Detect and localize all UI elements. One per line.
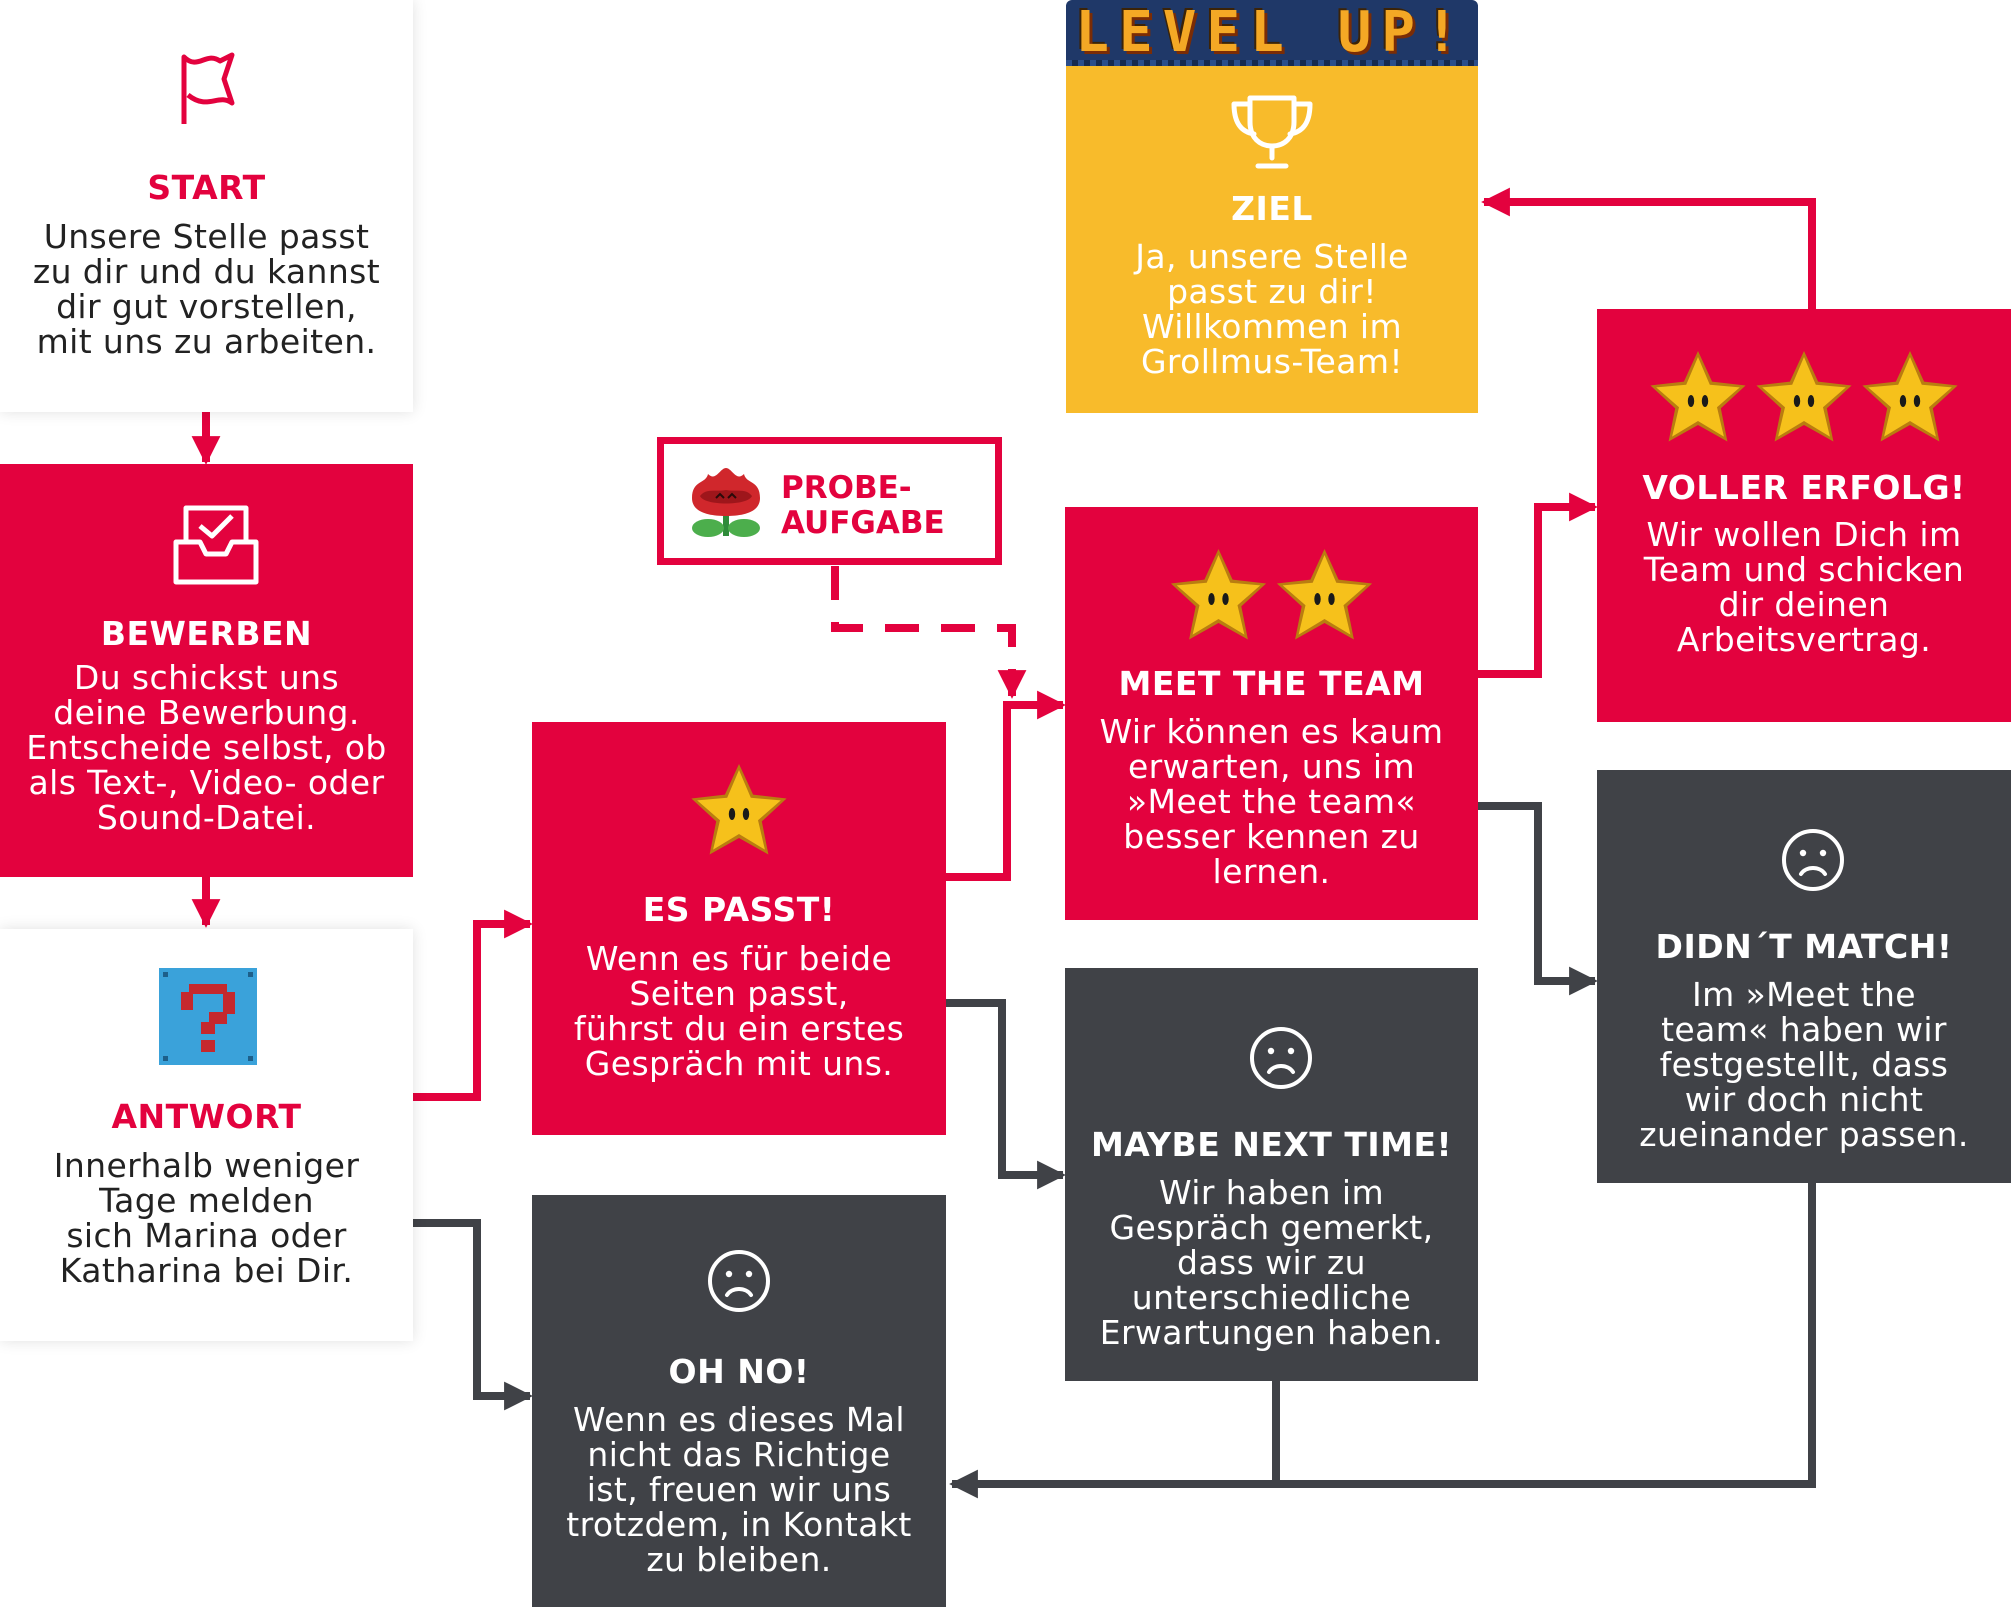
edge-antwort-oh-no bbox=[413, 1219, 533, 1411]
star-icon bbox=[1170, 549, 1267, 640]
node-antwort-text: Innerhalb weniger Tage melden sich Marin… bbox=[53, 1146, 360, 1290]
node-antwort-title: ANTWORT bbox=[111, 1097, 302, 1136]
node-bewerben-title: BEWERBEN bbox=[100, 614, 313, 653]
sad-face-icon bbox=[1782, 829, 1844, 891]
node-didnt-title: DIDN´T MATCH! bbox=[1655, 927, 1953, 966]
star-rating-3 bbox=[1597, 349, 2011, 449]
edge-meet-didnt bbox=[1478, 802, 1598, 996]
node-start-title: START bbox=[147, 168, 266, 207]
sad-face-icon bbox=[1250, 1027, 1312, 1089]
node-ziel: ZIEL Ja, unsere Stelle passt zu dir! Wil… bbox=[1066, 66, 1478, 413]
level-up-banner: LEVEL UP! bbox=[1066, 0, 1478, 66]
node-bewerben: BEWERBEN Du schickst uns deine Bewerbung… bbox=[0, 464, 413, 877]
node-ziel-text: Ja, unsere Stelle passt zu dir! Willkomm… bbox=[1135, 237, 1409, 381]
node-meet-title: MEET THE TEAM bbox=[1118, 664, 1425, 703]
edge-antwort-es-passt bbox=[413, 909, 533, 1101]
edge-voller-ziel bbox=[1481, 187, 1816, 309]
edge-didnt-oh-no bbox=[949, 1183, 1816, 1499]
probe-aufgabe-label: PROBE- AUFGABE bbox=[781, 470, 945, 541]
edge-meet-voller bbox=[1478, 492, 1598, 678]
sad-face-icon bbox=[708, 1250, 770, 1312]
probe-aufgabe-box: PROBE- AUFGABE bbox=[657, 437, 1002, 565]
star-icon bbox=[1650, 351, 1746, 442]
node-oh-no: OH NO! Wenn es dieses Mal nicht das Rich… bbox=[532, 1195, 946, 1607]
node-voller-erfolg: VOLLER ERFOLG! Wir wollen Dich im Team u… bbox=[1597, 309, 2011, 722]
node-maybe-text: Wir haben im Gespräch gemerkt, dass wir … bbox=[1099, 1173, 1444, 1352]
node-maybe-next-time: MAYBE NEXT TIME! Wir haben im Gespräch g… bbox=[1065, 968, 1478, 1381]
trophy-icon bbox=[1231, 95, 1313, 169]
node-ziel-title: ZIEL bbox=[1231, 189, 1313, 228]
question-block-icon bbox=[159, 968, 257, 1065]
node-meet-the-team: MEET THE TEAM Wir können es kaum erwarte… bbox=[1065, 507, 1478, 920]
node-didnt-text: Im »Meet the team« haben wir festgestell… bbox=[1639, 975, 1969, 1154]
node-start-text: Unsere Stelle passt zu dir und du kannst… bbox=[32, 217, 381, 361]
fire-flower-icon bbox=[692, 468, 760, 537]
node-es-passt: ES PASST! Wenn es für beide Seiten passt… bbox=[532, 722, 946, 1135]
node-es-passt-title: ES PASST! bbox=[642, 890, 836, 929]
node-didnt-match: DIDN´T MATCH! Im »Meet the team« haben w… bbox=[1597, 770, 2011, 1183]
node-es-passt-text: Wenn es für beide Seiten passt, führst d… bbox=[573, 939, 905, 1083]
node-antwort: ANTWORT Innerhalb weniger Tage melden si… bbox=[0, 929, 413, 1341]
node-bewerben-text: Du schickst uns deine Bewerbung. Entsche… bbox=[26, 658, 387, 837]
edge-es-passt-meet bbox=[946, 690, 1066, 881]
node-voller-text: Wir wollen Dich im Team und schicken dir… bbox=[1643, 515, 1965, 659]
star-icon bbox=[691, 764, 787, 855]
star-icon bbox=[1862, 351, 1958, 442]
node-oh-no-title: OH NO! bbox=[668, 1352, 810, 1391]
star-rating-1 bbox=[532, 762, 946, 862]
star-icon bbox=[1756, 351, 1852, 442]
node-meet-text: Wir können es kaum erwarten, uns im »Mee… bbox=[1099, 712, 1444, 891]
node-voller-title: VOLLER ERFOLG! bbox=[1642, 468, 1966, 507]
node-start: START Unsere Stelle passt zu dir und du … bbox=[0, 0, 413, 412]
node-maybe-title: MAYBE NEXT TIME! bbox=[1090, 1125, 1453, 1164]
star-icon bbox=[1276, 549, 1373, 640]
node-oh-no-text: Wenn es dieses Mal nicht das Richtige is… bbox=[566, 1400, 912, 1579]
star-rating-2 bbox=[1065, 547, 1478, 647]
inbox-check-icon bbox=[173, 505, 259, 585]
edge-probe-meet bbox=[831, 566, 1027, 699]
flag-icon bbox=[181, 52, 235, 124]
edge-es-passt-maybe bbox=[946, 999, 1066, 1190]
